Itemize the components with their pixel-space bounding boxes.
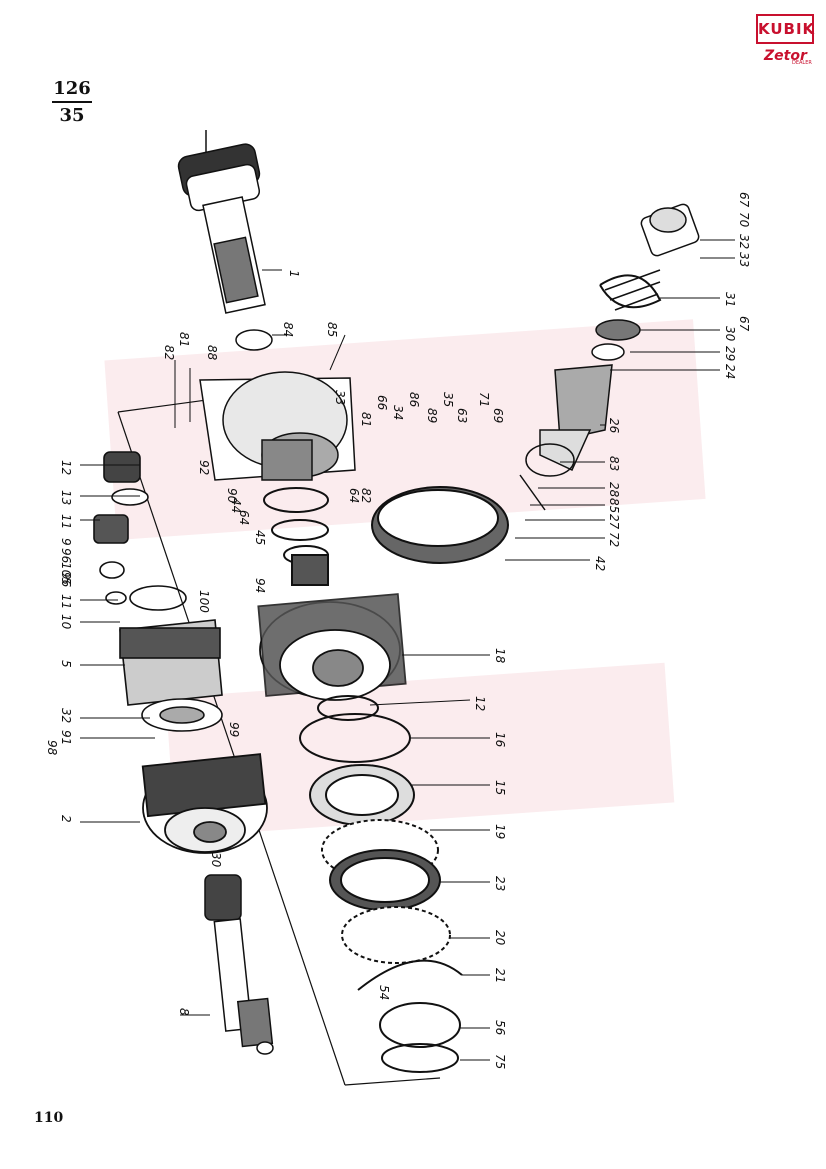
label-8: 8 [177,1008,191,1016]
logo-sub: Zetor [764,48,807,64]
clutch-discs [321,819,463,1073]
label-35: 35 [441,392,455,407]
label-12-a: 12 [59,460,73,475]
drum-18 [257,593,407,701]
logo-box [756,14,814,44]
label-13: 13 [59,490,73,505]
label-100: 100 [197,590,211,613]
label-26: 26 [607,418,621,434]
label-16: 16 [493,732,507,748]
watermark [104,319,706,838]
label-86: 86 [407,392,421,408]
brake-band-42 [371,486,509,564]
leader-lines [80,239,735,1061]
fraction-line [52,101,92,103]
label-29: 29 [723,346,737,361]
planet-gear-assembly [93,451,223,732]
page-number: 110 [34,1110,64,1126]
label-83: 83 [607,456,621,471]
label-30-b: 30 [723,326,737,342]
label-92: 92 [197,460,211,475]
label-5: 5 [59,660,73,668]
label-12-b: 12 [473,696,487,711]
seal-rings [263,487,329,586]
servo-assembly [519,203,700,511]
label-72: 72 [607,532,621,547]
label-23: 23 [493,876,507,891]
label-9: 9 [59,538,73,546]
rings-stack [299,695,415,826]
label-67-b: 67 [737,316,751,332]
clutch-housing [199,371,356,481]
label-64-a: 64 [237,510,251,525]
label-89: 89 [425,408,439,423]
label-75: 75 [493,1054,507,1069]
part-labels: 1 84 85 88 82 81 33 81 66 34 86 89 35 63… [45,192,751,1069]
label-81-a: 81 [177,332,191,347]
label-71: 71 [477,392,491,407]
label-34: 34 [391,405,405,420]
label-66: 66 [375,395,389,411]
label-82-b: 82 [359,488,373,503]
label-91: 91 [59,730,73,745]
label-99: 99 [227,722,241,737]
label-42: 42 [593,556,607,571]
label-98: 98 [45,740,59,756]
logo-dealer: DEALER [792,60,812,66]
label-96-a: 96 [59,548,73,564]
label-32-a: 32 [59,708,73,723]
label-32-b: 32 [737,234,751,249]
label-15: 15 [493,780,507,795]
logo-brand: KUBIK [758,20,816,38]
label-81-b: 81 [359,412,373,427]
label-30: 30 [209,852,223,868]
kubik-zetor-logo: KUBIK Zetor DEALER [756,14,814,68]
label-18: 18 [493,648,507,664]
label-11-a: 11 [59,514,73,529]
fraction-top: 126 [53,78,91,99]
label-27: 27 [607,514,621,530]
label-85-b: 85 [607,498,621,513]
carrier-drum-2 [141,753,268,854]
input-shaft-1 [177,130,273,351]
label-69: 69 [491,408,505,423]
label-31: 31 [723,292,737,307]
label-96-b: 96 [59,572,73,588]
label-33-b: 33 [737,252,751,267]
label-33-a: 33 [333,390,347,405]
label-88: 88 [205,345,219,361]
label-24: 24 [723,364,737,379]
label-1: 1 [287,270,301,278]
label-64-b: 64 [347,488,361,503]
label-10: 10 [59,614,73,630]
label-82-a: 82 [162,345,176,360]
label-19: 19 [493,824,507,839]
fraction-bottom: 35 [59,105,85,126]
label-20: 20 [493,930,507,946]
label-54: 54 [377,985,391,1000]
label-56: 56 [493,1020,507,1036]
label-67-a: 67 [737,192,751,208]
page-fraction: 126 35 [52,78,92,126]
label-11-b: 11 [59,594,73,609]
label-28: 28 [607,482,621,498]
label-2: 2 [59,815,73,823]
label-85: 85 [325,322,339,337]
label-44: 44 [229,498,243,513]
output-shaft-8 [204,874,274,1055]
label-105: 105 [59,562,73,585]
label-21: 21 [493,968,507,983]
label-70: 70 [737,212,751,228]
label-84: 84 [281,322,295,337]
label-63: 63 [455,408,469,423]
label-45: 45 [253,530,267,545]
label-90: 90 [225,488,239,504]
label-94: 94 [253,578,267,593]
